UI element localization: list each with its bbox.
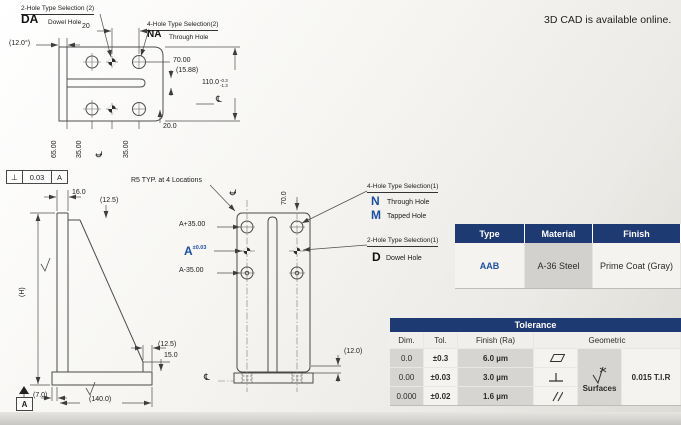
dim-20-0: 20.0 bbox=[163, 123, 177, 130]
dim-a-plus-35: A+35.00 bbox=[179, 221, 206, 228]
dim-12-deg: (12.0°) bbox=[9, 40, 31, 47]
spec-header-type: Type bbox=[455, 224, 524, 243]
top-4hole-code: NA bbox=[147, 29, 162, 40]
tol-finish-2: 1.6 µm bbox=[458, 387, 533, 405]
spec-value-type: AAB bbox=[455, 243, 524, 288]
dim-70-00: 70.00 bbox=[173, 57, 191, 64]
front-view-linework bbox=[209, 184, 368, 392]
tol-header-finish: Finish (Ra) bbox=[458, 332, 533, 348]
tol-finish-1: 3.0 µm bbox=[458, 368, 533, 386]
top-2hole-code: DA bbox=[21, 12, 39, 26]
tolerance-table-title: Tolerance bbox=[390, 318, 681, 332]
surface-finish-cell: Surfaces bbox=[578, 349, 621, 405]
top-4hole-desc: Through Hole bbox=[169, 34, 209, 41]
fcf-datum: A bbox=[52, 170, 68, 184]
tol-tol-2: ±0.02 bbox=[424, 387, 457, 405]
tol-dim-1: 0.00 bbox=[390, 368, 423, 386]
tol-header-tol: Tol. bbox=[424, 332, 457, 348]
page-bottom-band bbox=[0, 412, 681, 425]
top-4hole-callout-title: 4-Hole Type Selection(2) bbox=[147, 21, 219, 31]
flatness-icon bbox=[534, 349, 577, 367]
dim-70-0: 70.0 bbox=[281, 191, 288, 205]
spec-header-finish: Finish bbox=[593, 224, 680, 243]
dim-a-minus-35: A-35.00 bbox=[179, 267, 204, 274]
surfaces-label: Surfaces bbox=[582, 383, 617, 393]
dim-12-5-right: (12.5) bbox=[158, 341, 177, 348]
parallelism-icon bbox=[534, 387, 577, 405]
dim-15-88: (15.88) bbox=[176, 67, 199, 74]
dim-a-ref: A±0.03 bbox=[184, 244, 207, 258]
datum-a-flag: A bbox=[16, 397, 33, 411]
feature-control-frame: ⊥ 0.03 A bbox=[6, 170, 68, 184]
perpendicularity-icon bbox=[534, 368, 577, 386]
front-4hole-desc-n: Through Hole bbox=[387, 199, 430, 206]
r5-note: R5 TYP. at 4 Locations bbox=[131, 177, 202, 184]
front-4hole-code-m: M bbox=[371, 208, 381, 222]
spec-table: Type Material Finish AAB A-36 Steel Prim… bbox=[455, 224, 681, 289]
centerline-symbol-top-bottom: ℄ bbox=[94, 151, 104, 157]
top-2hole-desc: Dowel Hole bbox=[48, 19, 82, 26]
tol-dim-2: 0.000 bbox=[390, 387, 423, 405]
centerline-symbol-top-view: ℄ bbox=[216, 94, 222, 104]
front-4hole-code-n: N bbox=[371, 194, 380, 208]
tol-header-dim: Dim. bbox=[390, 332, 423, 348]
dim-12-5-top: (12.5) bbox=[100, 197, 119, 204]
front-4hole-desc-m: Tapped Hole bbox=[387, 213, 427, 220]
dim-15-0: 15.0 bbox=[164, 352, 178, 359]
tol-tol-1: ±0.03 bbox=[424, 368, 457, 386]
dim-35-00-right: 35.00 bbox=[123, 140, 130, 158]
side-view-linework bbox=[19, 190, 170, 407]
dim-110: 110.0-0.3-1.3 bbox=[202, 78, 228, 88]
cad-availability-note: 3D CAD is available online. bbox=[544, 14, 672, 26]
dim-7-0: (7.0) bbox=[33, 392, 48, 399]
front-2hole-code-d: D bbox=[372, 250, 381, 264]
spec-header-material: Material bbox=[525, 224, 592, 243]
tol-dim-0: 0.0 bbox=[390, 349, 423, 367]
front-2hole-desc-d: Dowel Hole bbox=[386, 255, 422, 262]
tolerance-table: Tolerance Dim. Tol. Finish (Ra) Geometri… bbox=[390, 318, 681, 406]
dim-35-00-left: 35.00 bbox=[76, 140, 83, 158]
perpendicularity-symbol: ⊥ bbox=[6, 170, 23, 184]
dim-12-0: (12.0) bbox=[344, 348, 363, 355]
fcf-tolerance: 0.03 bbox=[23, 170, 52, 184]
top-view-linework bbox=[36, 13, 240, 129]
dim-20: 20 bbox=[82, 23, 90, 30]
dim-140-0: (140.0) bbox=[88, 396, 113, 404]
spec-value-material: A-36 Steel bbox=[525, 243, 592, 288]
dim-65-00: 65.00 bbox=[51, 140, 58, 158]
centerline-symbol-front-bottom: ℄ bbox=[204, 372, 210, 382]
tol-tol-0: ±0.3 bbox=[424, 349, 457, 367]
front-2hole-callout-title: 2-Hole Type Selection(1) bbox=[367, 237, 439, 247]
top-2hole-callout-title: 2-Hole Type Selection (2) bbox=[21, 5, 95, 15]
front-4hole-callout-title: 4-Hole Type Selection(1) bbox=[367, 183, 439, 193]
tol-finish-0: 6.0 µm bbox=[458, 349, 533, 367]
dim-h: (H) bbox=[19, 287, 26, 297]
tir-value: 0.015 T.I.R bbox=[622, 349, 680, 405]
tol-header-geometric: Geometric bbox=[534, 332, 680, 348]
surface-finish-icon bbox=[592, 366, 606, 384]
spec-value-finish: Prime Coat (Gray) bbox=[593, 243, 680, 288]
dim-16-0: 16.0 bbox=[72, 189, 86, 196]
centerline-symbol-front-top: ℄ bbox=[228, 189, 238, 195]
